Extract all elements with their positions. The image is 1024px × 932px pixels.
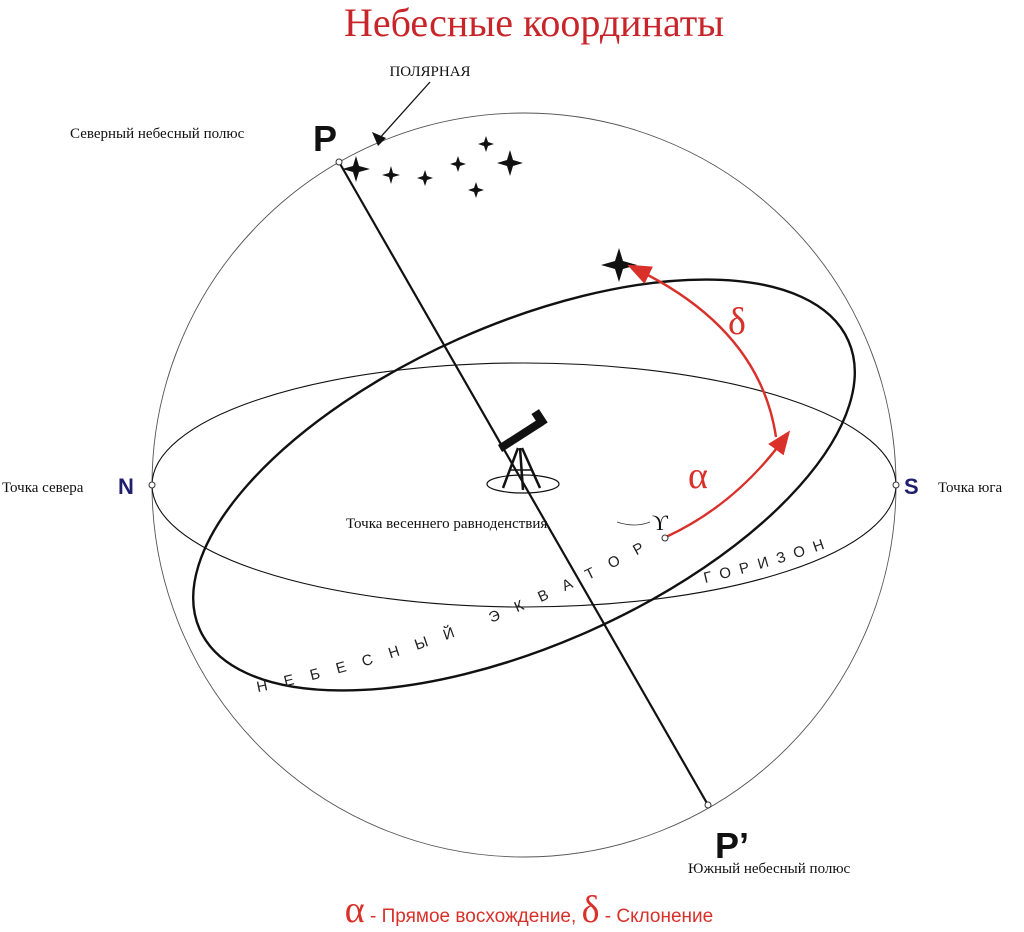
south-point bbox=[893, 482, 899, 488]
vernal-equinox-leader bbox=[617, 522, 650, 525]
vernal-equinox-label: Точка весеннего равноденствия bbox=[346, 516, 547, 532]
star-icon bbox=[497, 150, 523, 176]
celestial-equator-label: НЕБЕСНЫЙ ЭКВАТОР bbox=[255, 531, 662, 696]
star-icon bbox=[468, 182, 484, 198]
polaris-star-icon bbox=[342, 156, 370, 182]
north-point-desc: Точка севера bbox=[2, 480, 84, 496]
south-pole-desc: Южный небесный полюс bbox=[688, 861, 851, 877]
legend-delta-symbol: δ bbox=[582, 889, 600, 931]
north-point bbox=[149, 482, 155, 488]
star-icon bbox=[450, 156, 466, 172]
star-icon bbox=[417, 170, 433, 186]
target-star-icon bbox=[601, 248, 637, 282]
vernal-equinox-point bbox=[662, 535, 668, 541]
star-icon bbox=[478, 136, 494, 152]
legend-alpha-symbol: α bbox=[345, 889, 365, 931]
little-dipper-stars bbox=[342, 136, 523, 198]
south-point-mark: S bbox=[904, 474, 919, 499]
right-ascension-arc bbox=[666, 440, 783, 537]
north-pole-desc: Северный небесный полюс bbox=[70, 126, 245, 142]
south-pole-mark: P’ bbox=[715, 825, 749, 866]
page-title: Небесные координаты bbox=[344, 0, 724, 45]
south-pole-point bbox=[705, 802, 711, 808]
north-point-mark: N bbox=[118, 474, 134, 499]
north-pole-point bbox=[336, 159, 342, 165]
telescope-icon bbox=[487, 409, 559, 493]
legend-alpha-text: - Прямое восхождение, bbox=[365, 906, 582, 927]
alpha-label: α bbox=[688, 455, 708, 497]
north-pole-mark: P bbox=[313, 118, 337, 159]
declination-arc bbox=[638, 270, 776, 437]
polar-star-label: ПОЛЯРНАЯ bbox=[389, 64, 470, 80]
south-point-desc: Точка юга bbox=[938, 480, 1003, 496]
legend-delta-text: - Склонение bbox=[599, 906, 713, 927]
star-icon bbox=[382, 166, 400, 184]
legend: α - Прямое восхождение, δ - Склонение bbox=[345, 889, 713, 931]
vernal-equinox-symbol: ϒ bbox=[652, 510, 669, 535]
polar-star-pointer bbox=[378, 82, 430, 140]
delta-label: δ bbox=[728, 301, 746, 343]
